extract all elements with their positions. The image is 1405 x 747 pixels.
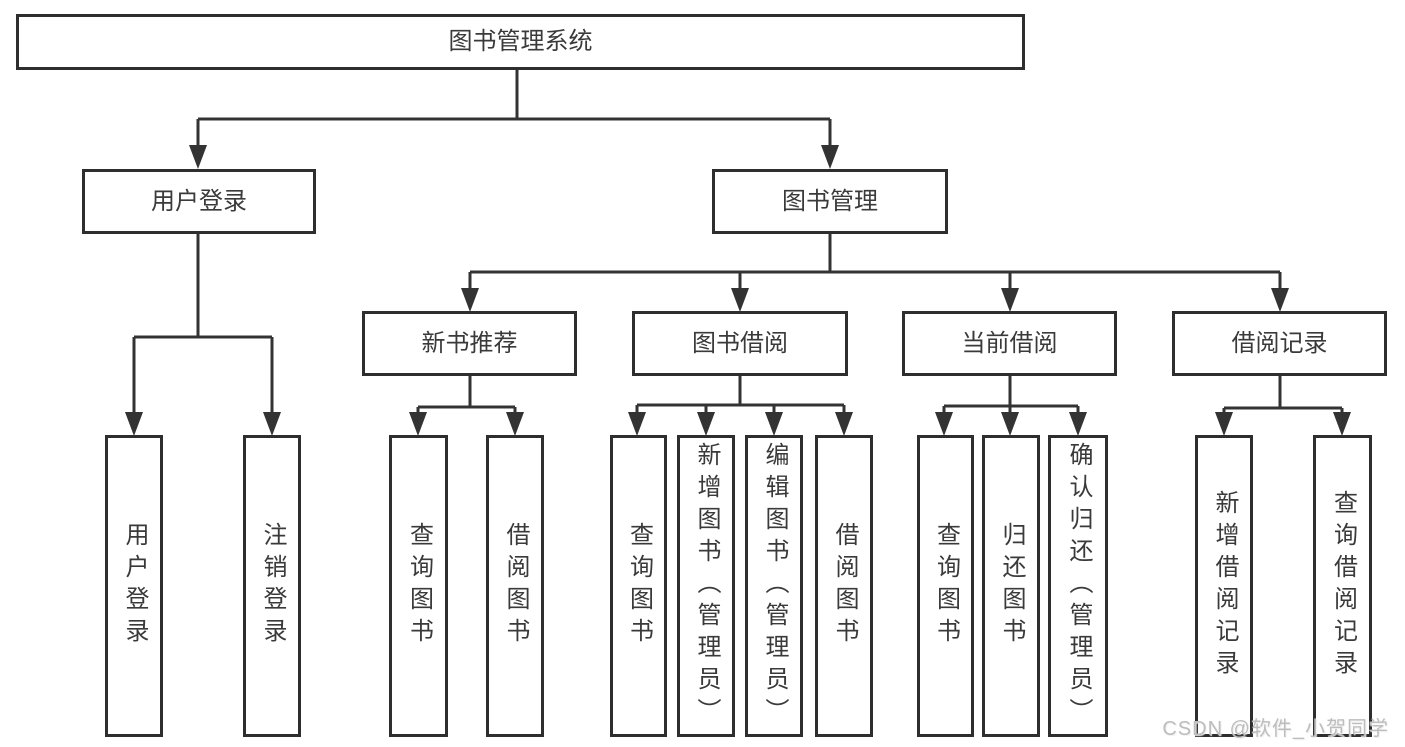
node-user-login-leaf: 用户登录 xyxy=(105,435,163,737)
node-label: 查询借阅记录 xyxy=(1329,490,1357,682)
node-query-books-borrow: 查询图书 xyxy=(610,435,667,737)
node-add-book-admin: 新增图书（管理员） xyxy=(677,435,735,737)
node-label: 查询图书 xyxy=(932,522,960,650)
node-user-login-branch: 用户登录 xyxy=(82,169,316,234)
node-label: 借阅图书 xyxy=(502,522,529,650)
node-label: 注销登录 xyxy=(259,522,286,650)
node-add-borrow-record: 新增借阅记录 xyxy=(1195,435,1253,737)
node-query-borrow-record: 查询借阅记录 xyxy=(1313,435,1372,737)
node-label: 新增借阅记录 xyxy=(1211,490,1238,682)
connector-current-borrow-to-leaves xyxy=(935,376,1087,436)
node-query-books-current: 查询图书 xyxy=(917,435,974,737)
node-system-root: 图书管理系统 xyxy=(16,14,1025,70)
connector-borrow-records-to-leaves xyxy=(1215,376,1351,436)
node-new-book-recommend: 新书推荐 xyxy=(362,311,577,376)
node-borrow-records: 借阅记录 xyxy=(1172,311,1387,376)
node-label: 归还图书 xyxy=(998,522,1025,650)
node-label: 确认归还（管理员） xyxy=(1065,442,1092,730)
node-borrow-books-recommend: 借阅图书 xyxy=(486,435,544,737)
node-return-books: 归还图书 xyxy=(982,435,1040,737)
node-edit-book-admin: 编辑图书（管理员） xyxy=(745,435,803,737)
node-label: 查询图书 xyxy=(405,522,433,650)
connector-root-to-level2 xyxy=(189,68,839,169)
node-query-books-recommend: 查询图书 xyxy=(389,435,448,737)
watermark: CSDN @软件_小贺同学 xyxy=(1162,718,1389,740)
node-label: 查询图书 xyxy=(625,522,653,650)
node-logout-leaf: 注销登录 xyxy=(243,435,301,737)
node-book-management-branch: 图书管理 xyxy=(712,169,948,234)
connector-book-management-to-level3 xyxy=(461,234,1289,312)
node-label: 用户登录 xyxy=(121,522,148,650)
node-confirm-return-admin: 确认归还（管理员） xyxy=(1048,435,1108,737)
node-label: 新增图书（管理员） xyxy=(693,442,720,730)
node-label: 编辑图书（管理员） xyxy=(761,442,788,730)
node-book-borrow: 图书借阅 xyxy=(632,311,848,376)
node-borrow-books-leaf: 借阅图书 xyxy=(815,435,873,737)
connector-user-login-to-leaves xyxy=(125,234,281,436)
connector-book-borrow-to-leaves xyxy=(628,376,853,436)
node-current-borrow: 当前借阅 xyxy=(902,311,1117,376)
connector-new-book-to-leaves xyxy=(409,376,524,436)
node-label: 借阅图书 xyxy=(831,522,858,650)
